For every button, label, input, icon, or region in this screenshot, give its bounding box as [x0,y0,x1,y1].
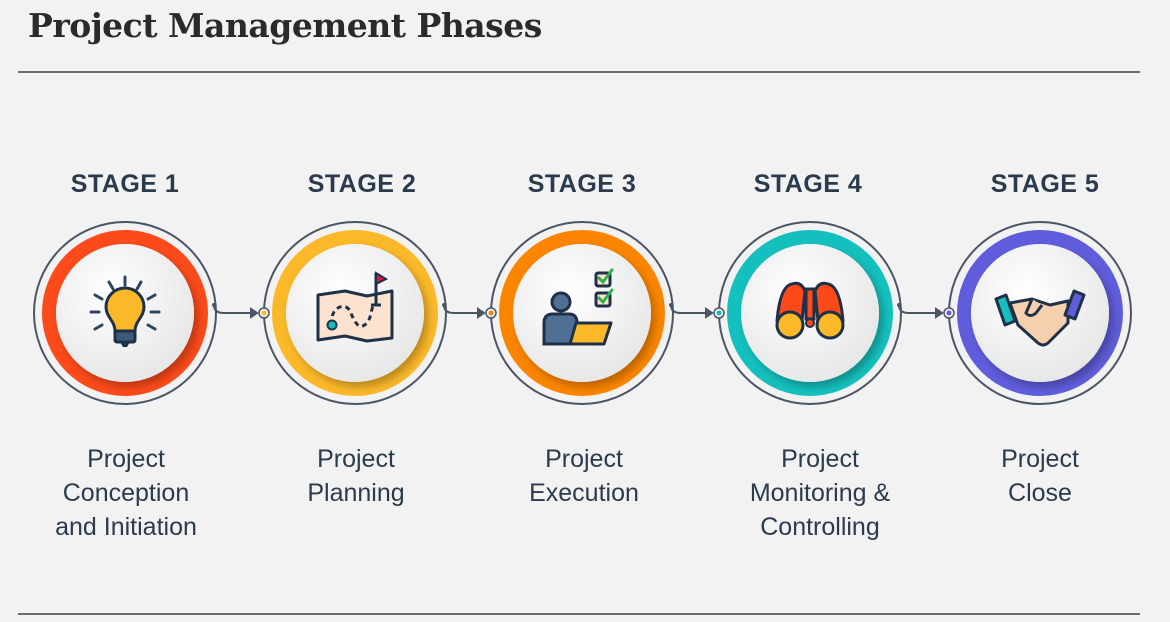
connector-line [443,304,483,314]
stage-1-label: STAGE 1 [70,170,180,198]
page-title: Project Management Phases [28,6,542,45]
desc-line: Project [87,445,165,473]
outer-ring [33,221,217,405]
desc-line: Planning [307,479,405,507]
arrow-head-icon [935,307,944,319]
top-divider [18,71,1140,73]
colored-ring [272,230,438,396]
connector-line [670,304,711,314]
desc-line: Project [1001,445,1079,473]
person-checklist-icon [542,268,614,346]
connector-line [898,304,941,314]
desc-line: Close [1008,479,1072,507]
map-icon [316,271,394,343]
connector-line [213,304,256,314]
stage-4-label: STAGE 4 [753,170,863,198]
stage-2-label: STAGE 2 [307,170,417,198]
inner-disc [513,244,651,382]
stage-3-description: Project Execution [464,442,704,510]
arrow-head-icon [477,307,486,319]
desc-line: Monitoring & [749,479,891,507]
colored-ring [957,230,1123,396]
colored-ring [499,230,665,396]
arrow-head-icon [250,307,259,319]
bottom-divider [18,613,1140,615]
stage-3-circle [485,221,674,405]
stage-3-label: STAGE 3 [527,170,637,198]
desc-line: Conception [62,479,190,507]
connector-node-dot [716,310,722,316]
connector-node-dot [488,310,494,316]
desc-line: Project [317,445,395,473]
stage-5-description: Project Close [920,442,1160,510]
stage-5-label: STAGE 5 [990,170,1100,198]
handshake-icon [994,289,1086,347]
arrow-head-icon [705,307,714,319]
binoculars-icon [775,281,845,340]
desc-line: Project [545,445,623,473]
lightbulb-icon [89,275,161,347]
desc-line: Controlling [760,513,880,541]
stage-4-description: Project Monitoring & Controlling [700,442,940,544]
connector-node-dot [946,310,952,316]
desc-line: Project [781,445,859,473]
desc-line: Execution [529,479,639,507]
stage-2-description: Project Planning [236,442,476,510]
colored-ring [727,230,893,396]
connector-node-dot [261,310,267,316]
colored-ring [42,230,208,396]
stage-1-description: Project Conception and Initiation [6,442,246,544]
desc-line: and Initiation [55,513,197,541]
